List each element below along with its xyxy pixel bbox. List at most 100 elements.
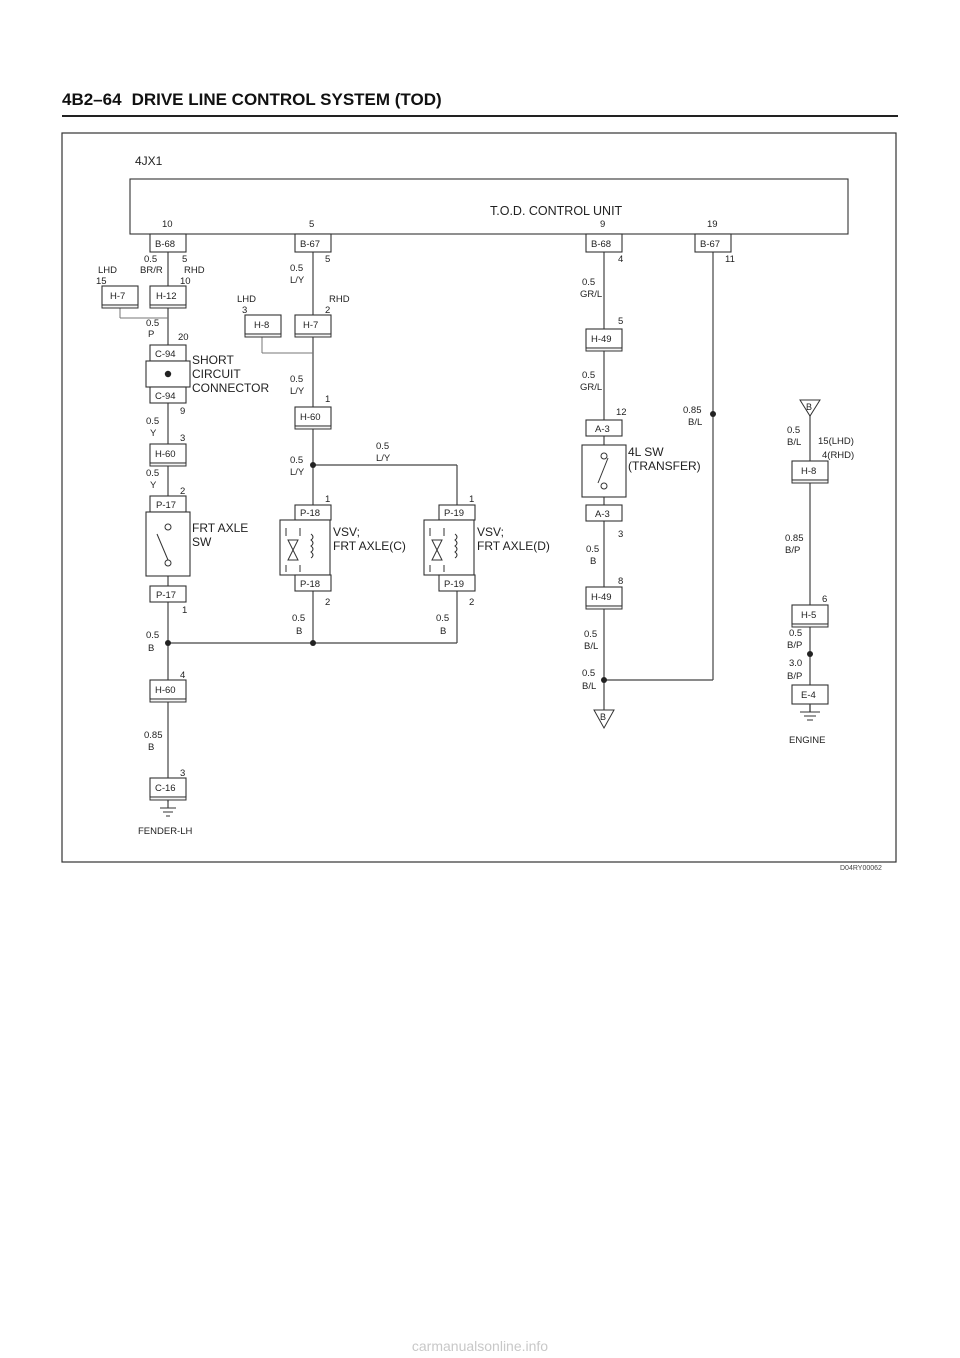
svg-text:3: 3 bbox=[242, 305, 247, 316]
svg-text:CIRCUIT: CIRCUIT bbox=[192, 367, 241, 381]
svg-text:2: 2 bbox=[325, 305, 330, 316]
svg-text:C-94: C-94 bbox=[155, 391, 176, 402]
connector-b68-right: B-68 bbox=[585, 233, 623, 253]
svg-text:SW: SW bbox=[192, 535, 212, 549]
svg-text:(TRANSFER): (TRANSFER) bbox=[628, 459, 701, 473]
svg-text:H-7: H-7 bbox=[110, 291, 125, 302]
svg-text:3: 3 bbox=[180, 768, 185, 779]
svg-text:A-3: A-3 bbox=[595, 509, 610, 520]
svg-text:LHD: LHD bbox=[98, 265, 117, 276]
svg-text:VSV;: VSV; bbox=[477, 525, 504, 539]
svg-text:Y: Y bbox=[150, 480, 157, 491]
svg-text:B-68: B-68 bbox=[591, 239, 611, 250]
svg-text:0.5: 0.5 bbox=[787, 425, 800, 436]
svg-text:5: 5 bbox=[325, 254, 330, 265]
ground-engine: ENGINE bbox=[789, 704, 825, 746]
connector-h8-right: H-8 bbox=[791, 460, 829, 484]
svg-text:20: 20 bbox=[178, 332, 189, 343]
svg-text:9: 9 bbox=[180, 406, 185, 417]
svg-text:4L SW: 4L SW bbox=[628, 445, 664, 459]
svg-text:GR/L: GR/L bbox=[580, 289, 602, 300]
vsv-frt-axle-c: P-18 P-18 bbox=[279, 504, 332, 592]
svg-text:B-67: B-67 bbox=[700, 239, 720, 250]
svg-text:0.85: 0.85 bbox=[144, 730, 163, 741]
connector-h49-top: H-49 bbox=[585, 328, 623, 352]
connector-h7-lhd: H-7 bbox=[101, 285, 139, 309]
svg-text:0.5: 0.5 bbox=[789, 628, 802, 639]
ground-ref-b-bottom: B bbox=[593, 709, 615, 730]
svg-text:H-7: H-7 bbox=[303, 320, 318, 331]
svg-text:4(RHD): 4(RHD) bbox=[822, 450, 854, 461]
connector-b67-right: B-67 bbox=[694, 233, 732, 253]
svg-text:0.5: 0.5 bbox=[290, 455, 303, 466]
svg-text:FRT AXLE: FRT AXLE bbox=[192, 521, 248, 535]
svg-text:B: B bbox=[148, 742, 154, 753]
svg-text:0.5: 0.5 bbox=[290, 374, 303, 385]
svg-text:B/L: B/L bbox=[787, 437, 801, 448]
svg-text:L/Y: L/Y bbox=[290, 386, 305, 397]
diagram-frame bbox=[61, 132, 897, 863]
svg-text:0.5: 0.5 bbox=[582, 370, 595, 381]
svg-text:15: 15 bbox=[96, 276, 107, 287]
svg-text:B/L: B/L bbox=[582, 681, 596, 692]
svg-text:FRT AXLE(D): FRT AXLE(D) bbox=[477, 539, 550, 553]
vsv-frt-axle-d: P-19 P-19 bbox=[423, 504, 476, 592]
svg-text:L/Y: L/Y bbox=[290, 467, 305, 478]
svg-text:0.5: 0.5 bbox=[376, 441, 389, 452]
svg-text:0.85: 0.85 bbox=[683, 405, 702, 416]
svg-text:P-19: P-19 bbox=[444, 579, 464, 590]
svg-text:5: 5 bbox=[618, 316, 623, 327]
connector-h60-mid: H-60 bbox=[294, 406, 332, 430]
svg-text:ENGINE: ENGINE bbox=[789, 735, 825, 746]
svg-text:0.5: 0.5 bbox=[584, 629, 597, 640]
svg-text:Y: Y bbox=[150, 428, 157, 439]
svg-text:P-18: P-18 bbox=[300, 508, 320, 519]
wire-specs: 0.5 BR/R 0.5 L/Y 0.5 P 0.5 Y 0.5 Y 0.5 L… bbox=[140, 254, 804, 753]
svg-text:0.5: 0.5 bbox=[436, 613, 449, 624]
svg-text:3: 3 bbox=[618, 529, 623, 540]
svg-text:B/P: B/P bbox=[787, 671, 802, 682]
svg-text:B: B bbox=[590, 556, 596, 567]
svg-text:B/L: B/L bbox=[584, 641, 598, 652]
svg-text:RHD: RHD bbox=[184, 265, 205, 276]
svg-text:E-4: E-4 bbox=[801, 690, 816, 701]
unit-pin-5: 5 bbox=[309, 219, 314, 230]
svg-text:C-16: C-16 bbox=[155, 783, 176, 794]
svg-text:1: 1 bbox=[182, 605, 187, 616]
svg-text:3.0: 3.0 bbox=[789, 658, 802, 669]
ground-ref-b-top: B bbox=[799, 399, 821, 417]
svg-text:SHORT: SHORT bbox=[192, 353, 234, 367]
svg-text:0.5: 0.5 bbox=[582, 668, 595, 679]
connector-b68-left: B-68 bbox=[149, 233, 187, 253]
svg-text:H-49: H-49 bbox=[591, 592, 612, 603]
svg-text:0.85: 0.85 bbox=[785, 533, 804, 544]
svg-text:3: 3 bbox=[180, 433, 185, 444]
svg-text:0.5: 0.5 bbox=[146, 630, 159, 641]
svg-text:B/P: B/P bbox=[787, 640, 802, 651]
svg-text:0.5: 0.5 bbox=[146, 318, 159, 329]
svg-text:H-8: H-8 bbox=[254, 320, 269, 331]
svg-text:0.5: 0.5 bbox=[146, 468, 159, 479]
connector-c16: C-16 bbox=[149, 777, 187, 801]
svg-text:GR/L: GR/L bbox=[580, 382, 602, 393]
figure-id: D04RY00062 bbox=[840, 865, 882, 872]
svg-text:LHD: LHD bbox=[237, 294, 256, 305]
frt-axle-switch: P-17 P-17 bbox=[145, 495, 191, 603]
splice-points bbox=[165, 411, 813, 683]
engine-model-label: 4JX1 bbox=[135, 154, 163, 168]
svg-text:0.5: 0.5 bbox=[582, 277, 595, 288]
short-circuit-connector: C-94 C-94 bbox=[145, 344, 191, 404]
svg-text:B: B bbox=[148, 643, 154, 654]
unit-pin-19: 19 bbox=[707, 219, 718, 230]
connector-e4: E-4 bbox=[791, 684, 829, 705]
svg-text:B-67: B-67 bbox=[300, 239, 320, 250]
page-title: DRIVE LINE CONTROL SYSTEM (TOD) bbox=[131, 90, 442, 109]
unit-pin-10: 10 bbox=[162, 219, 173, 230]
svg-text:B: B bbox=[440, 626, 446, 637]
ground-fender-lh: FENDER-LH bbox=[138, 800, 193, 837]
svg-text:L/Y: L/Y bbox=[376, 453, 391, 464]
svg-text:B: B bbox=[296, 626, 302, 637]
svg-text:H-12: H-12 bbox=[156, 291, 177, 302]
